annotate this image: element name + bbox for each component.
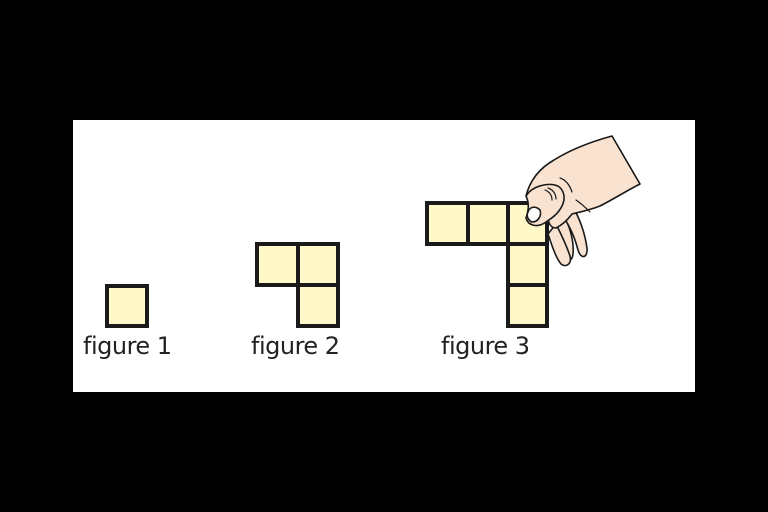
figure-3-square-5 [506,283,549,328]
figure-1-square-1 [105,284,149,328]
figure-3-label: figure 3 [441,332,530,360]
figure-2-square-2 [296,242,340,287]
figure-2-square-3 [296,283,340,328]
figure-3-square-2 [466,201,511,246]
figure-3-square-1 [425,201,470,246]
figure-1-label: figure 1 [83,332,172,360]
figure-2-label: figure 2 [251,332,340,360]
